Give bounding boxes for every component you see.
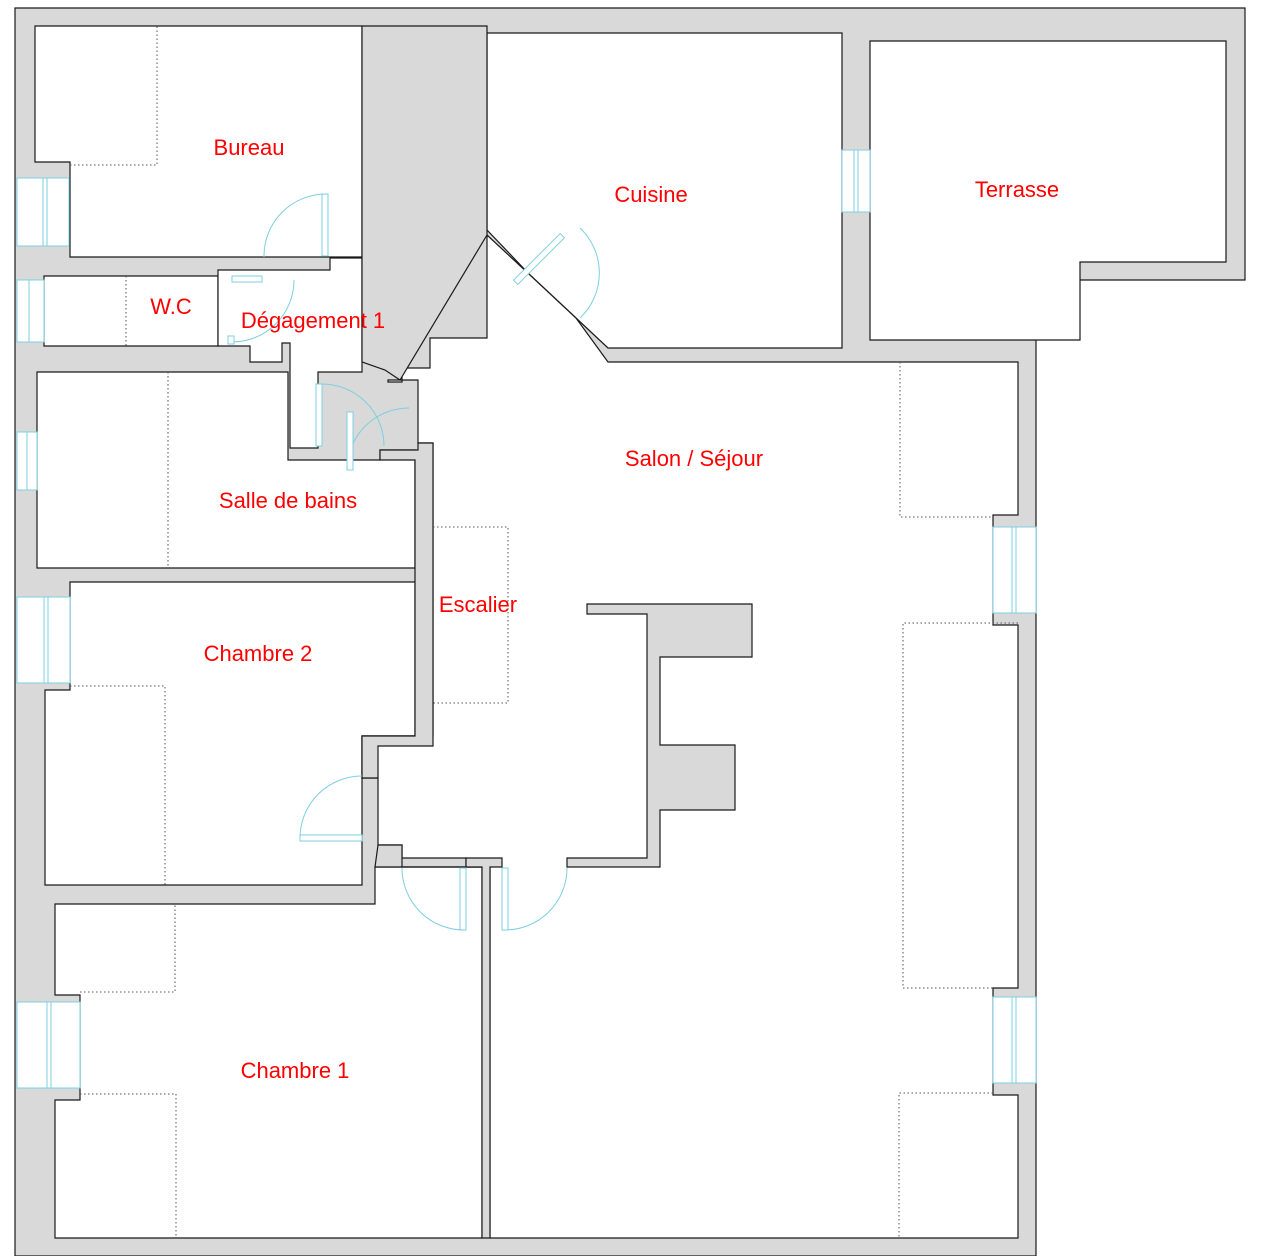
label-degagement: Dégagement 1 [241,308,385,333]
label-salle-de-bains: Salle de bains [219,488,357,513]
doors [227,193,600,931]
door-wc [227,275,295,345]
hall-partition-left [361,442,434,779]
window-salle-de-bains [16,431,38,491]
label-salon: Salon / Séjour [625,446,763,471]
room-labels: Bureau Cuisine Terrasse W.C Dégagement 1… [150,135,1059,1083]
door-chambre1 [401,867,467,931]
window-cuisine-terrasse [841,149,871,213]
room-bureau [34,25,363,258]
door-chambre2 [299,775,363,842]
room-degagement [217,257,363,449]
windows [16,149,1037,1089]
window-salon-bottom [992,996,1037,1084]
label-cuisine: Cuisine [614,182,687,207]
door-salon [501,867,568,931]
door-cuisine [512,227,600,319]
label-chambre2: Chambre 2 [204,641,313,666]
window-salon-top [992,526,1037,614]
room-terrasse [869,40,1227,341]
room-cuisine [486,32,843,349]
chimney-block-upper [566,603,753,868]
window-wc [16,279,45,343]
room-salon-escalier [361,233,1019,1239]
hall-partition-bottom [374,844,503,1239]
room-wc [43,275,219,347]
door-salle-de-bains [315,383,410,471]
label-wc: W.C [150,294,192,319]
label-terrasse: Terrasse [975,177,1059,202]
window-chambre2 [16,596,71,684]
window-chambre1 [16,1001,81,1089]
door-bureau [263,193,329,258]
furniture-outlines [70,26,1018,1238]
label-chambre1: Chambre 1 [241,1058,350,1083]
label-bureau: Bureau [214,135,285,160]
room-chambre1 [54,866,483,1239]
label-escalier: Escalier [439,592,517,617]
partition-wall-cuisine-side [361,25,488,381]
window-bureau [16,177,70,247]
